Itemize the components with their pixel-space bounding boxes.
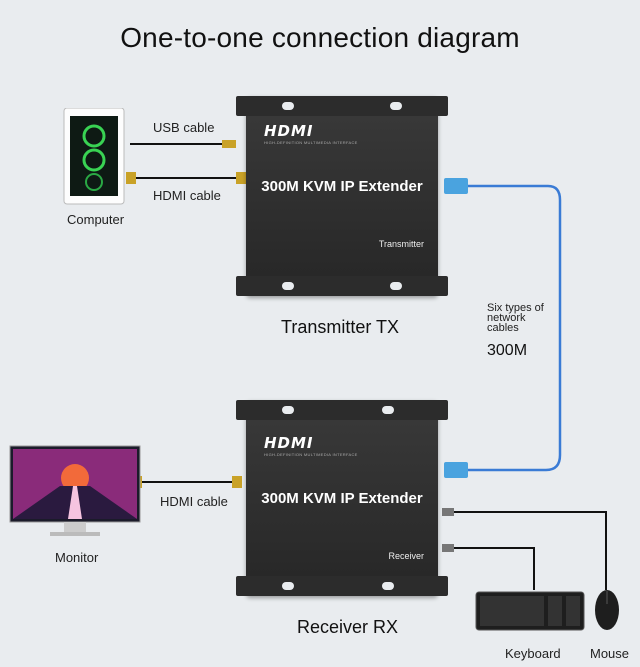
keyboard-cable-line: [446, 547, 535, 590]
hdmi-cable-rx-label: HDMI cable: [160, 494, 228, 509]
receiver-role: Receiver: [388, 551, 424, 561]
network-cable-line: [466, 184, 562, 472]
hdmi-plug-tx: [236, 172, 246, 184]
network-cable-label-line3: cables: [487, 322, 519, 334]
keyboard-label: Keyboard: [505, 646, 561, 661]
receiver-caption: Receiver RX: [297, 617, 399, 637]
diagram-title: One-to-one connection diagram: [120, 22, 520, 53]
usb-plug-keyboard: [442, 544, 454, 552]
monitor-label: Monitor: [55, 550, 99, 565]
computer-tower-icon: [63, 108, 125, 205]
receiver-name: 300M KVM IP Extender: [261, 490, 423, 507]
transmitter-device: HDMI HIGH-DEFINITION MULTIMEDIA INTERFAC…: [236, 96, 448, 296]
transmitter-name: 300M KVM IP Extender: [261, 178, 423, 195]
keyboard-icon: [475, 591, 585, 631]
usb-plug: [222, 140, 236, 148]
transmitter-bottom-flange: [236, 276, 448, 296]
hdmi-cable-tx-label: HDMI cable: [153, 188, 221, 203]
network-cable-label-line1: Six types of: [487, 302, 544, 314]
distance-label: 300M: [487, 342, 528, 359]
receiver-hdmi-logo-subtitle: HIGH-DEFINITION MULTIMEDIA INTERFACE: [264, 452, 358, 457]
usb-plug-mouse: [442, 508, 454, 516]
transmitter-top-flange: [236, 96, 448, 116]
mouse-label: Mouse: [590, 646, 630, 661]
transmitter-hdmi-logo: HDMI: [264, 122, 314, 140]
receiver-bottom-flange: [236, 576, 448, 596]
usb-cable-label: USB cable: [153, 120, 215, 135]
network-cable-label: Six types of network cables: [487, 302, 544, 334]
computer-label: Computer: [67, 212, 125, 227]
transmitter-role: Transmitter: [378, 239, 424, 249]
receiver-top-flange: [236, 400, 448, 420]
hdmi-plug-computer: [126, 172, 136, 184]
transmitter-caption: Transmitter TX: [281, 317, 400, 337]
mouse-cable-line: [446, 511, 607, 590]
network-cable-label-line2: network: [487, 312, 526, 324]
monitor-icon: [9, 445, 141, 536]
rj45-plug-tx: [444, 178, 468, 194]
transmitter-hdmi-logo-subtitle: HIGH-DEFINITION MULTIMEDIA INTERFACE: [264, 140, 358, 145]
receiver-device: HDMI HIGH-DEFINITION MULTIMEDIA INTERFAC…: [236, 400, 448, 596]
rj45-plug-rx: [444, 462, 468, 478]
hdmi-plug-rx: [232, 476, 242, 488]
mouse-icon: [595, 590, 619, 630]
receiver-hdmi-logo: HDMI: [264, 434, 314, 452]
